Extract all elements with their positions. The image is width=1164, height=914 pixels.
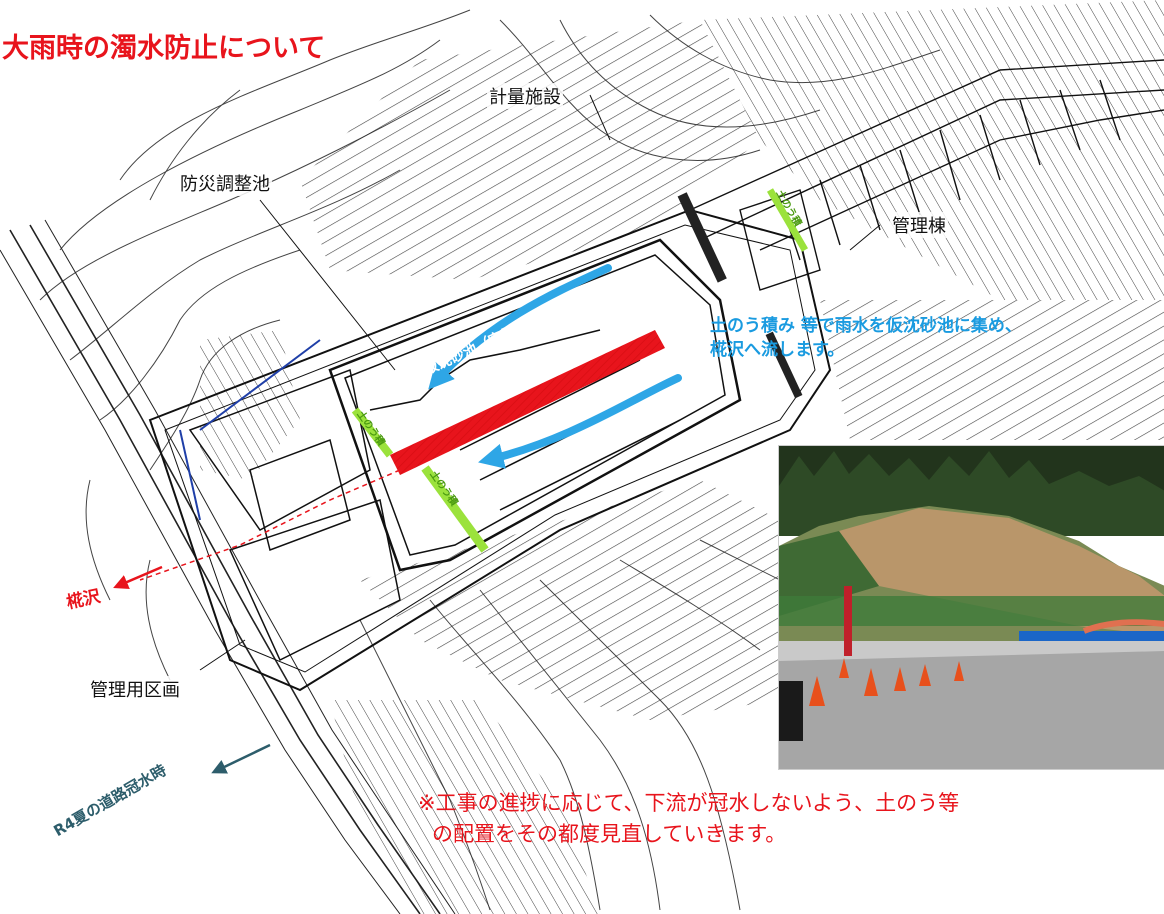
blue-pipe [179, 339, 321, 521]
admin-area [689, 59, 1164, 291]
site-boundary [148, 208, 832, 692]
notice-line-1: ※工事の進捗に応じて、下流が冠水しないよう、土のう等 [418, 791, 960, 815]
left-zones [188, 368, 401, 662]
admin-building-label: 管理棟 [890, 212, 948, 238]
notice-text: ※工事の進捗に応じて、下流が冠水しないよう、土のう等 の配置をその都度見直してい… [418, 788, 959, 850]
callout-line-2: 椛沢へ流します。 [710, 340, 845, 360]
weighing-facility-label: 計量施設 [487, 83, 563, 109]
flow-callout: 土のう積み 等で雨水を仮沈砂池に集め、 椛沢へ流します。 [710, 314, 1022, 362]
hashizawa-arrow [113, 565, 163, 589]
leader-lines [199, 94, 881, 671]
management-zone-label: 管理用区画 [88, 676, 182, 702]
notice-line-2: の配置をその都度見直していきます。 [432, 822, 787, 846]
main-road [0, 219, 456, 914]
site-photo [778, 445, 1164, 770]
sedimentation-pond [390, 330, 665, 475]
road-flood-arrow [211, 743, 271, 774]
flow-arrows [428, 264, 682, 469]
building-bar [677, 192, 727, 283]
callout-line-1: 土のう積み 等で雨水を仮沈砂池に集め、 [710, 316, 1022, 336]
slope-hatching [200, 0, 1164, 914]
disaster-pond-label: 防災調整池 [178, 170, 272, 196]
page-title: 大雨時の濁水防止について [2, 33, 326, 64]
flow-line-red [139, 469, 401, 581]
sandbag-lines [351, 188, 809, 553]
